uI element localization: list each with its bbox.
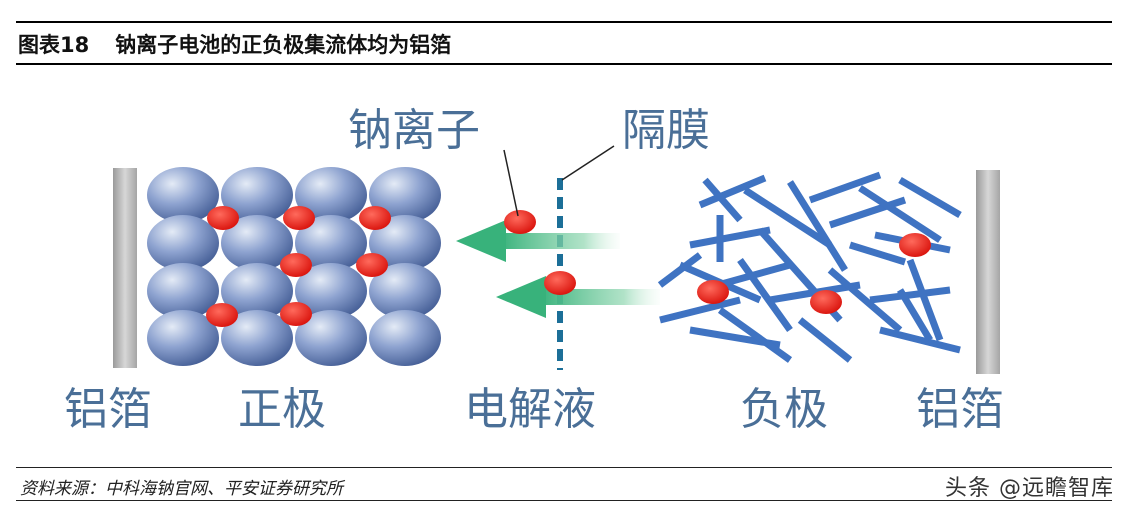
anode-carbon-stick	[702, 177, 743, 223]
cathode-sphere	[295, 215, 367, 271]
sodium-ion	[810, 290, 842, 314]
bottom-rule	[16, 500, 1112, 501]
ion-arrow-bottom	[496, 276, 660, 318]
source-note: 资料来源：中科海钠官网、平安证券研究所	[20, 479, 343, 499]
cathode-sphere	[221, 215, 293, 271]
cathode-sphere	[369, 215, 441, 271]
anode-carbon-stick	[659, 296, 741, 324]
sodium-ion	[206, 303, 238, 327]
sodium-ion	[283, 206, 315, 230]
cathode-sphere	[295, 167, 367, 223]
anode-carbon-stick	[869, 286, 951, 304]
anode-carbon-stick	[787, 180, 848, 272]
separator-leader	[561, 145, 615, 181]
cathode-sphere	[369, 310, 441, 366]
sodium-ion	[504, 210, 536, 234]
anode-carbon-stick	[808, 171, 882, 204]
sodium-ion	[207, 206, 239, 230]
sodium-ion	[697, 280, 729, 304]
anode-carbon-stick	[737, 257, 793, 333]
cathode-sphere	[295, 263, 367, 319]
cathode-sphere	[369, 167, 441, 223]
sodium-ion	[359, 206, 391, 230]
anode-carbon-stick	[879, 326, 961, 354]
anode-carbon-stick	[827, 267, 903, 333]
source-rule	[16, 467, 1112, 468]
cathode-sphere	[147, 263, 219, 319]
cathode-sphere	[221, 310, 293, 366]
figure-number: 图表18	[18, 33, 90, 57]
sodium-ions	[206, 206, 931, 327]
anode-carbon-stick	[797, 317, 853, 363]
figure-caption: 钠离子电池的正负极集流体均为铝箔	[115, 33, 452, 57]
sodium-ion	[356, 253, 388, 277]
cathode-sphere	[147, 310, 219, 366]
anode-carbon-stick	[689, 226, 771, 249]
label-separator: 隔膜	[622, 105, 710, 156]
sodium-ion	[899, 233, 931, 257]
al-foil-right	[976, 170, 1000, 374]
sodium-ion-leader	[503, 149, 519, 217]
anode-carbon-stick	[657, 252, 703, 288]
anode-carbon-stick	[848, 241, 907, 266]
anode-carbon-stick	[898, 176, 962, 219]
sodium-ion	[280, 253, 312, 277]
anode-carbon-stick	[743, 187, 832, 248]
anode-carbon-stick	[717, 307, 793, 363]
cathode-sphere	[147, 167, 219, 223]
label-al-foil-left: 铝箔	[64, 384, 152, 435]
top-rule	[16, 21, 1112, 23]
label-anode: 负极	[740, 384, 828, 435]
anode-particles	[657, 171, 962, 363]
cathode-sphere	[369, 263, 441, 319]
cathode-sphere	[147, 215, 219, 271]
title-rule	[16, 63, 1112, 65]
anode-carbon-stick	[896, 288, 934, 342]
al-foil-left	[113, 168, 137, 368]
label-al-foil-right: 铝箔	[916, 384, 1004, 435]
anode-carbon-stick	[828, 196, 907, 229]
cathode-particles	[147, 167, 441, 366]
sodium-ion	[544, 271, 576, 295]
cathode-sphere	[221, 167, 293, 223]
cathode-sphere	[221, 263, 293, 319]
cathode-sphere	[295, 310, 367, 366]
sodium-ion	[280, 302, 312, 326]
ion-arrow-top	[456, 220, 620, 262]
figure-title: 图表18 钠离子电池的正负极集流体均为铝箔	[18, 27, 451, 61]
label-sodium-ion: 钠离子	[348, 105, 480, 156]
anode-carbon-stick	[698, 174, 767, 209]
label-electrolyte: 电解液	[464, 384, 596, 435]
anode-carbon-stick	[906, 258, 944, 342]
watermark: 头条 @远瞻智库	[945, 476, 1114, 501]
label-cathode: 正极	[238, 384, 326, 435]
anode-carbon-stick	[858, 185, 942, 243]
